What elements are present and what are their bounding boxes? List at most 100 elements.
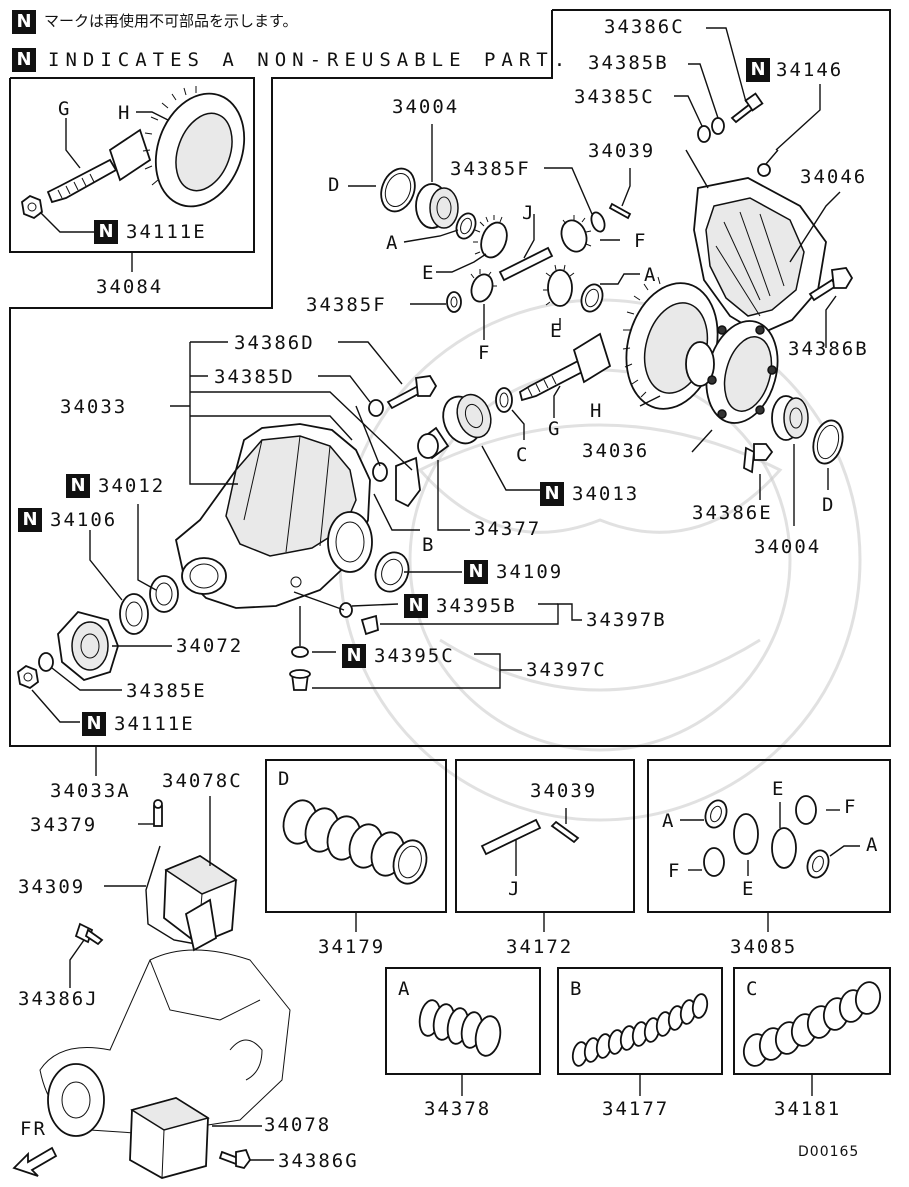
drawing-code: D00165	[798, 1144, 860, 1160]
kit-34172-shaft-pin	[480, 808, 580, 876]
part-label: 34106	[50, 509, 118, 531]
part-label: 34109	[496, 561, 564, 583]
bolt-34386G	[218, 1148, 252, 1170]
non-reusable-badge: N	[12, 48, 36, 72]
part-label: A	[644, 264, 658, 286]
kit-34177-shims	[571, 993, 709, 1067]
part-label: A	[386, 232, 400, 254]
part-label: 34309	[18, 876, 86, 898]
shaft-J-top	[498, 246, 554, 282]
part-label: 34111E	[114, 713, 195, 735]
part-label: 34385C	[574, 86, 655, 108]
part-label: 34386D	[234, 332, 315, 354]
part-label: E	[550, 320, 564, 342]
plug-34397C	[289, 646, 311, 691]
carrier-housing-34033	[175, 423, 373, 609]
part-label: H	[118, 102, 132, 124]
part-label: 34084	[96, 276, 164, 298]
non-reusable-badge: N	[12, 10, 36, 34]
carrier-leaders	[31, 341, 582, 776]
part-label: J	[522, 202, 536, 224]
non-reusable-badge: N	[94, 220, 118, 244]
part-label: 34046	[800, 166, 868, 188]
ring-gear-H-mid	[622, 276, 719, 410]
box-34078C	[163, 854, 238, 946]
part-label: D	[278, 768, 292, 790]
non-reusable-badge: N	[342, 644, 366, 668]
non-reusable-badge: N	[746, 58, 770, 82]
washer-34385D	[368, 399, 384, 417]
part-label: G	[58, 98, 72, 120]
kit-34179-races	[282, 799, 428, 885]
part-label: C	[746, 978, 760, 1000]
kit-34181-shims	[742, 981, 882, 1067]
non-reusable-badge: N	[540, 482, 564, 506]
part-label: 34078C	[162, 770, 243, 792]
part-label: 34033A	[50, 780, 131, 802]
washer-34385F-top	[590, 211, 606, 233]
part-label: 34039	[588, 140, 656, 162]
part-label: C	[516, 444, 530, 466]
plug-34397B	[339, 602, 379, 636]
part-label: 34033	[60, 396, 128, 418]
nut-34111E-main	[17, 664, 39, 690]
pinion-gear-drawing-inset	[46, 128, 152, 204]
spacer-34377	[417, 426, 450, 460]
kit-34378-bearings	[418, 999, 502, 1057]
bearing-34013	[442, 393, 492, 445]
non-reusable-badge: N	[18, 508, 42, 532]
part-label: E	[742, 878, 756, 900]
seal-34012	[149, 575, 179, 613]
part-label: H	[590, 400, 604, 422]
part-label: 34397B	[586, 609, 667, 631]
washer-B-small	[372, 462, 388, 482]
part-label: 34386J	[18, 988, 99, 1010]
non-reusable-badge: N	[404, 594, 428, 618]
legend-line-en: INDICATES A NON-REUSABLE PART.	[48, 49, 572, 71]
mid-right-leaders	[511, 385, 829, 526]
inset-leaders	[39, 111, 169, 272]
part-label: 34385D	[214, 366, 295, 388]
top-mid-leaders	[348, 124, 640, 340]
part-label: F	[844, 796, 858, 818]
part-label: 34111E	[126, 221, 207, 243]
part-label: 34078	[264, 1114, 332, 1136]
part-label: 34386B	[788, 338, 869, 360]
kit-leaders	[355, 912, 813, 1096]
part-label: E	[422, 262, 436, 284]
pinion-gear-F-mid	[470, 269, 497, 303]
side-gear-E-mid	[543, 264, 575, 307]
bolt-34386J	[74, 922, 104, 946]
part-label: 34085	[730, 936, 798, 958]
washer-34385E	[38, 652, 54, 672]
part-label: 34385F	[306, 294, 387, 316]
kit-34085-gears	[680, 795, 860, 879]
part-label: 34385F	[450, 158, 531, 180]
part-label: G	[548, 418, 562, 440]
non-reusable-badge: N	[66, 474, 90, 498]
pin-34039-top	[608, 202, 632, 220]
part-label: 34386E	[692, 502, 773, 524]
spacer-C-mid	[495, 387, 513, 413]
washer-A-top2	[580, 283, 604, 313]
bolt-34386E	[743, 443, 774, 474]
bolt-34386C	[730, 92, 764, 124]
side-gear-E-top	[473, 215, 508, 259]
part-label: 34177	[602, 1098, 670, 1120]
part-label: 34013	[572, 483, 640, 505]
part-label: 34181	[774, 1098, 842, 1120]
part-label: 34377	[474, 518, 542, 540]
part-label: 34385E	[126, 680, 207, 702]
diff-case-34036	[685, 320, 779, 424]
bearing-34004-top	[415, 183, 459, 229]
seal-34109	[374, 551, 410, 593]
part-label: 34395B	[436, 595, 517, 617]
part-label: A	[398, 978, 412, 1000]
part-label: F	[634, 230, 648, 252]
part-label: A	[662, 810, 676, 832]
non-reusable-badge: N	[464, 560, 488, 584]
washer-34385B	[711, 117, 725, 135]
pinion-G-mid	[518, 332, 612, 402]
fr-label: FR	[20, 1118, 47, 1140]
